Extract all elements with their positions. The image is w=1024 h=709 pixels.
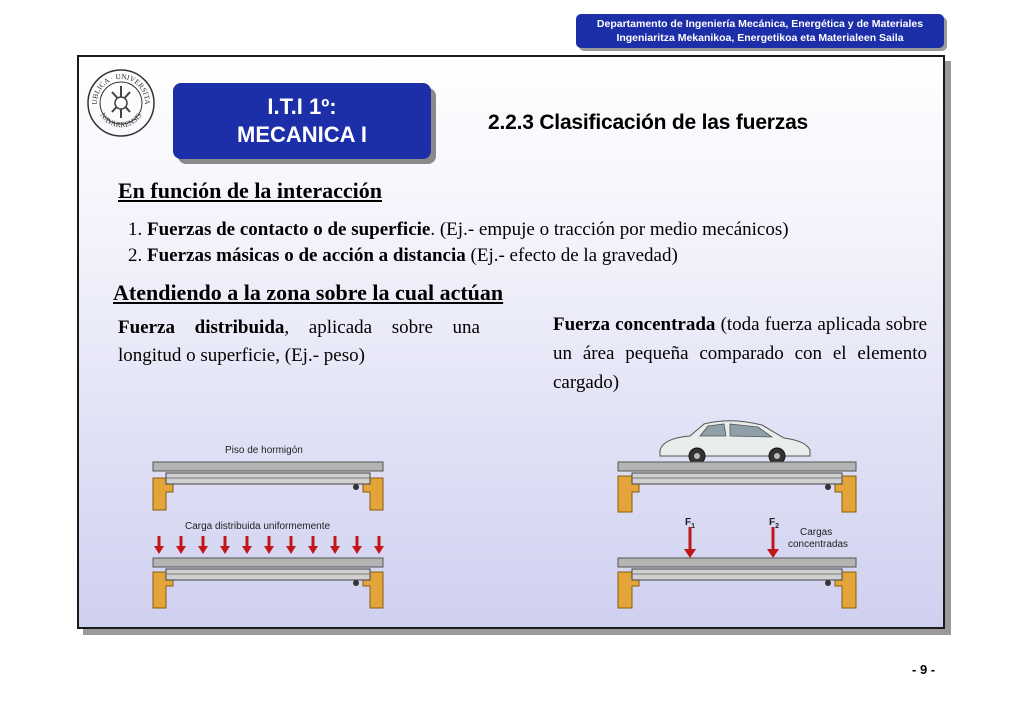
- car-illustration: [659, 420, 811, 465]
- beam-upper-right: [617, 461, 857, 513]
- distributed-load-arrow: [330, 536, 340, 554]
- department-name-es: Departamento de Ingeniería Mecánica, Ene…: [596, 18, 924, 30]
- distributed-load-arrow: [154, 536, 164, 554]
- concentrated-force-term: Fuerza concentrada: [553, 314, 716, 335]
- beam-upper: [152, 461, 384, 511]
- concrete-slab-lower-right: [617, 557, 857, 568]
- concentrated-force-desc: (toda fuerza aplicada sobre un área pequ…: [553, 314, 928, 393]
- interaction-item-2: 2. Fuerzas másicas o de acción a distanc…: [128, 245, 678, 267]
- university-seal-logo: PUBLICA · UNIVERSITAS NAVARRENSIS: [86, 68, 155, 137]
- distributed-load-arrow: [308, 536, 318, 554]
- department-name-eu: Ingeniaritza Mekanikoa, Energetikoa eta …: [616, 32, 904, 44]
- item-1-example: . (Ej.- empuje o tracción por medio mecá…: [430, 219, 789, 240]
- distributed-load-arrows: [154, 536, 384, 554]
- section-title: 2.2.3 Clasificación de las fuerzas: [488, 111, 809, 134]
- course-name: MECANICA I: [237, 122, 367, 147]
- distributed-load-arrow: [198, 536, 208, 554]
- distributed-force-desc: , aplicada sobre una longitud o superfic…: [118, 317, 480, 366]
- distributed-load-diagram: Piso de hormigón Carga distribuida unifo…: [152, 445, 384, 609]
- distributed-load-label: Carga distribuida uniformemente: [185, 521, 331, 532]
- page-number: - 9 -: [912, 662, 936, 677]
- concentrated-load-diagram: F1 F2 Cargas concentradas: [617, 420, 857, 609]
- distributed-force-term: Fuerza distribuida: [118, 317, 285, 338]
- course-title-badge: I.T.I 1º: MECANICA I: [173, 83, 431, 159]
- interaction-heading: En función de la interacción: [118, 178, 383, 203]
- item-2-example: (Ej.- efecto de la gravedad): [465, 245, 678, 266]
- concrete-slab-upper-right: [617, 461, 857, 472]
- force-f1-label: F1: [685, 517, 695, 530]
- beam-lower-right: [617, 557, 857, 609]
- distributed-load-arrow: [286, 536, 296, 554]
- distributed-load-arrow: [242, 536, 252, 554]
- distributed-force-text: Fuerza distribuida, aplicada sobre una l…: [118, 314, 480, 370]
- beam-lower: [152, 557, 384, 609]
- force-f2-label: F2: [769, 517, 779, 530]
- zone-heading: Atendiendo a la zona sobre la cual actúa…: [113, 280, 504, 305]
- item-1-number: 1.: [128, 219, 147, 240]
- distributed-load-arrow: [176, 536, 186, 554]
- distributed-load-arrow: [374, 536, 384, 554]
- item-2-term: Fuerzas másicas o de acción a distancia: [147, 245, 466, 266]
- concrete-slab-lower: [152, 557, 384, 568]
- concentrated-loads-label-line1: Cargas: [800, 527, 832, 538]
- department-banner: Departamento de Ingeniería Mecánica, Ene…: [576, 14, 944, 48]
- item-1-term: Fuerzas de contacto o de superficie: [147, 219, 431, 240]
- course-code: I.T.I 1º:: [267, 94, 337, 119]
- force-arrow-f1: [684, 527, 696, 558]
- distributed-load-arrow: [220, 536, 230, 554]
- concrete-floor-label: Piso de hormigón: [225, 445, 303, 456]
- distributed-load-arrow: [352, 536, 362, 554]
- force-arrow-f2: [767, 527, 779, 558]
- item-2-number: 2.: [128, 245, 147, 266]
- interaction-item-1: 1. Fuerzas de contacto o de superficie. …: [128, 219, 789, 241]
- concrete-slab-upper: [152, 461, 384, 472]
- concentrated-loads-label-line2: concentradas: [788, 539, 848, 550]
- concentrated-force-text: Fuerza concentrada (toda fuerza aplicada…: [553, 310, 927, 397]
- distributed-load-arrow: [264, 536, 274, 554]
